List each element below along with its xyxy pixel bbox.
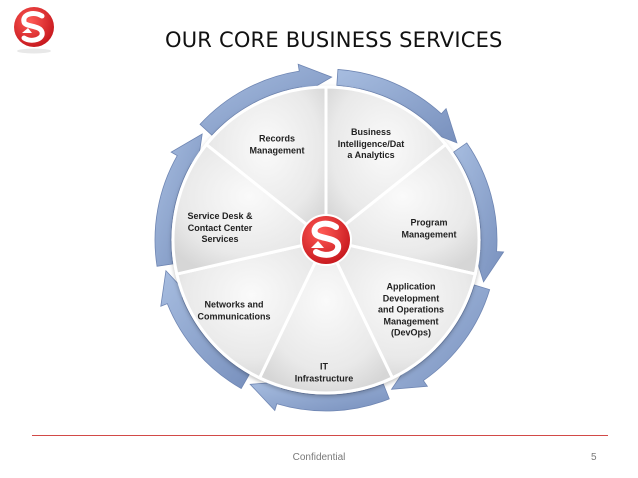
cycle-arrow-program <box>453 142 505 283</box>
footer-divider <box>32 435 608 436</box>
cycle-arrow-devops <box>390 284 491 390</box>
wheel-segment-bi <box>324 85 448 244</box>
slide-title: OUR CORE BUSINESS SERVICES <box>165 28 503 52</box>
wheel-segment-program <box>322 142 481 276</box>
cycle-arrow-records <box>199 63 333 136</box>
service-label-it-infrastructure: IT Infrastructure <box>294 361 354 384</box>
cycle-arrow-networks <box>160 269 250 390</box>
service-label-devops: Application Development and Operations M… <box>377 281 445 338</box>
footer-confidential: Confidential <box>292 452 346 463</box>
cycle-arrow-it <box>249 381 390 412</box>
wheel-segment-records <box>204 85 328 244</box>
wheel-segment-devops <box>323 237 477 380</box>
service-label-program-management: Program Management <box>401 217 457 240</box>
company-logo-icon <box>14 7 54 54</box>
page-number: 5 <box>591 452 597 463</box>
wheel-segment-servicedesk <box>171 142 330 276</box>
service-label-service-desk: Service Desk & Contact Center Services <box>187 210 253 244</box>
service-label-records: Records Management <box>249 133 305 156</box>
cycle-arrow-bi <box>336 68 458 144</box>
wheel-segment-networks <box>175 237 329 380</box>
cycle-arrows-group <box>154 63 505 412</box>
service-label-networks: Networks and Communications <box>197 299 271 322</box>
wheel-segment-it <box>257 236 395 395</box>
wheel-segments-group <box>171 85 481 395</box>
service-label-business-intelligence: Business Intelligence/Dat a Analytics <box>337 126 405 160</box>
center-logo-icon <box>300 214 352 266</box>
cycle-arrow-servicedesk <box>154 133 203 267</box>
